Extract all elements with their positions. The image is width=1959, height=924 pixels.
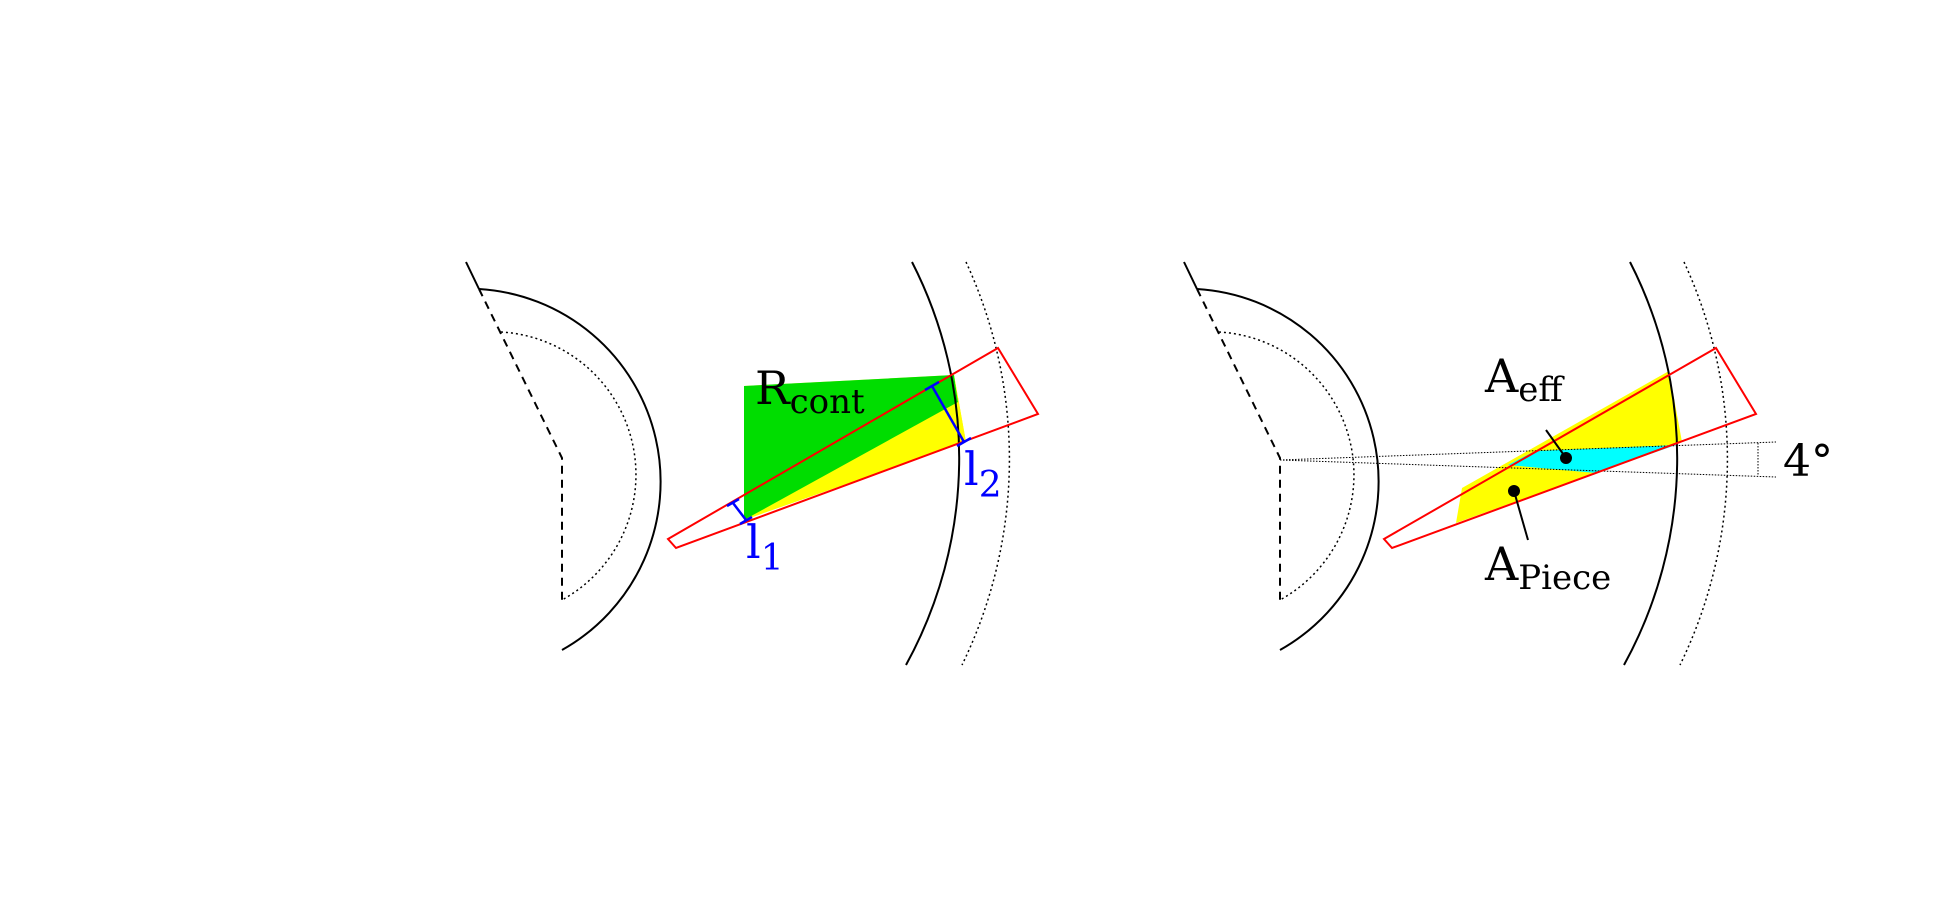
dashed-boundary xyxy=(1196,288,1281,600)
l1-dimension xyxy=(726,497,753,526)
l1-label: l1 xyxy=(746,515,784,579)
apiece-label: APiece xyxy=(1484,537,1611,598)
right-panel: Aeff APiece 4° xyxy=(1183,261,1833,666)
angle-label: 4° xyxy=(1783,436,1833,487)
inner-radial-line xyxy=(465,261,480,290)
l2-label: l2 xyxy=(964,442,1002,506)
outer-arc xyxy=(905,261,961,666)
aeff-label: Aeff xyxy=(1484,349,1565,410)
inner-arc xyxy=(1196,288,1380,651)
aeff-dot xyxy=(1560,452,1572,464)
piece-region xyxy=(1456,371,1682,523)
red-wedge-box xyxy=(1382,346,1758,550)
apiece-dot xyxy=(1508,485,1520,497)
rcont-label: Rcont xyxy=(755,361,865,422)
red-wedge-box xyxy=(666,346,1040,550)
inner-radial-line xyxy=(1183,261,1198,290)
yellow-region-upper xyxy=(954,375,966,442)
l2-dimension xyxy=(924,380,972,448)
outer-arc xyxy=(1623,261,1679,666)
apiece-leader xyxy=(1513,490,1529,541)
dashed-boundary xyxy=(478,288,563,600)
inner-dotted-arc xyxy=(1218,331,1355,601)
left-panel: Rcont l1 l2 xyxy=(465,261,1040,666)
green-region xyxy=(744,375,958,520)
effective-region xyxy=(1508,445,1676,473)
outer-dotted-arc xyxy=(1679,261,1729,666)
inner-arc xyxy=(478,288,662,651)
inner-dotted-arc xyxy=(500,331,637,601)
